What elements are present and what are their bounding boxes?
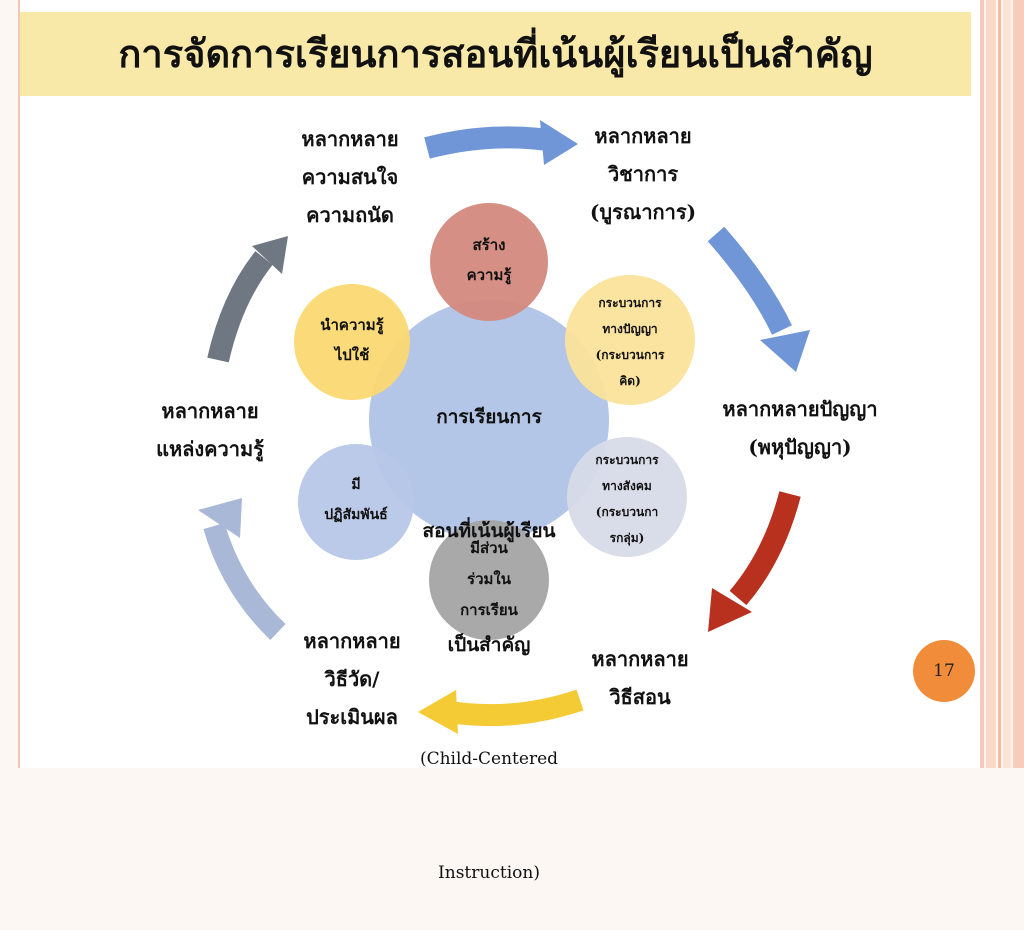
center-line-1: การเรียนการ [436, 406, 542, 428]
circle-apply-knowledge [294, 284, 410, 400]
arrow-lower-left [198, 498, 286, 640]
slide-title: การจัดการเรียนการสอนที่เน้นผู้เรียนเป็นส… [118, 31, 873, 76]
cycle-diagram [198, 120, 810, 734]
label-intelligence: หลากหลายปัญญา (พหุปัญญา) [722, 397, 878, 459]
label-sources: หลากหลาย แหล่งความรู้ [156, 399, 264, 461]
page-number-badge: 17 [913, 640, 975, 702]
participation-text: มีส่วน ร่วมใน การเรียน [460, 539, 518, 619]
label-methods: หลากหลาย วิธีสอน [591, 647, 689, 709]
create-knowledge-text: สร้าง ความรู้ [466, 236, 512, 284]
center-circle [369, 300, 609, 540]
social-process-text: กระบวนการ ทางสังคม (กระบวนกา รกลุ่ม) [595, 453, 659, 545]
center-title: การเรียนการ สอนที่เน้นผู้เรียน เป็นสำคัญ… [389, 322, 589, 930]
center-line-4: (Child-Centered [419, 749, 559, 769]
center-line-3: เป็นสำคัญ [447, 634, 531, 656]
arrow-upper-left [207, 236, 288, 363]
apply-knowledge-text: นำความรู้ ไปใช้ [320, 316, 384, 364]
circle-social-process [567, 437, 687, 557]
interaction-text: มี ปฏิสัมพันธ์ [324, 477, 388, 523]
label-subjects: หลากหลาย วิชาการ (บูรณาการ) [589, 124, 697, 224]
center-line-5: Instruction) [438, 863, 540, 883]
arrow-lower-right [708, 491, 801, 632]
circle-interaction [298, 444, 414, 560]
circle-create-knowledge [430, 203, 548, 321]
circle-participation [429, 520, 549, 640]
arrow-bottom [418, 689, 584, 734]
label-assessment: หลากหลาย วิธีวัด/ ประเมินผล [303, 629, 401, 729]
label-interests: หลากหลาย ความสนใจ ความถนัด [301, 127, 399, 227]
arrow-top [424, 120, 578, 165]
arrow-upper-right [707, 226, 810, 372]
title-bar: การจัดการเรียนการสอนที่เน้นผู้เรียนเป็นส… [20, 12, 971, 96]
circle-intellectual-process [565, 275, 695, 405]
intellectual-process-text: กระบวนการ ทางปัญญา (กระบวนการ คิด) [595, 296, 665, 388]
center-line-2: สอนที่เน้นผู้เรียน [422, 520, 556, 542]
decorative-stripes [980, 0, 1024, 768]
left-border-line [18, 0, 20, 768]
